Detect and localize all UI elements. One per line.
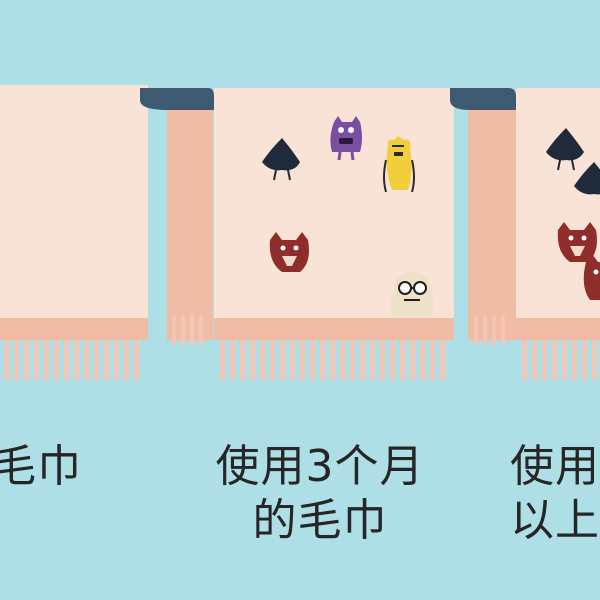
red-horned-germ-icon <box>583 254 600 300</box>
towel-new <box>0 85 148 380</box>
caption-long-use-towel: 使用 以上 <box>510 440 600 548</box>
towel-rod <box>140 88 214 110</box>
towel-rod <box>450 88 516 110</box>
purple-germ-icon <box>330 116 362 161</box>
towel-front <box>516 88 600 338</box>
red-horned-germ-icon <box>557 222 597 262</box>
towel-fringe <box>4 340 139 380</box>
red-horned-germ-icon <box>269 232 309 272</box>
caption-line: 使用3个月 <box>215 441 425 492</box>
towel-fringe <box>522 340 597 380</box>
dark-blob-germ-icon <box>574 162 600 195</box>
caption-line: 以上 <box>510 495 600 546</box>
towel-fringe <box>220 340 445 380</box>
caption-new-towel: 毛巾 <box>0 440 102 494</box>
yellow-germ-icon <box>383 136 415 193</box>
caption-line: 的毛巾 <box>252 495 388 546</box>
dark-blob-germ-icon <box>262 138 300 181</box>
towel-long-use <box>450 88 600 380</box>
towel-back-fringe <box>474 315 505 345</box>
caption-3-months-towel: 使用3个月 的毛巾 <box>195 440 445 548</box>
towel-3-months <box>140 88 454 380</box>
caption-line: 使用 <box>510 441 600 492</box>
towel-back-flap <box>167 110 213 340</box>
caption-line: 毛巾 <box>0 441 82 492</box>
towel-back-flap <box>468 110 516 340</box>
dark-blob-germ-icon <box>546 128 584 171</box>
towel-back-fringe <box>172 315 203 345</box>
glasses-germ-icon <box>390 272 434 318</box>
